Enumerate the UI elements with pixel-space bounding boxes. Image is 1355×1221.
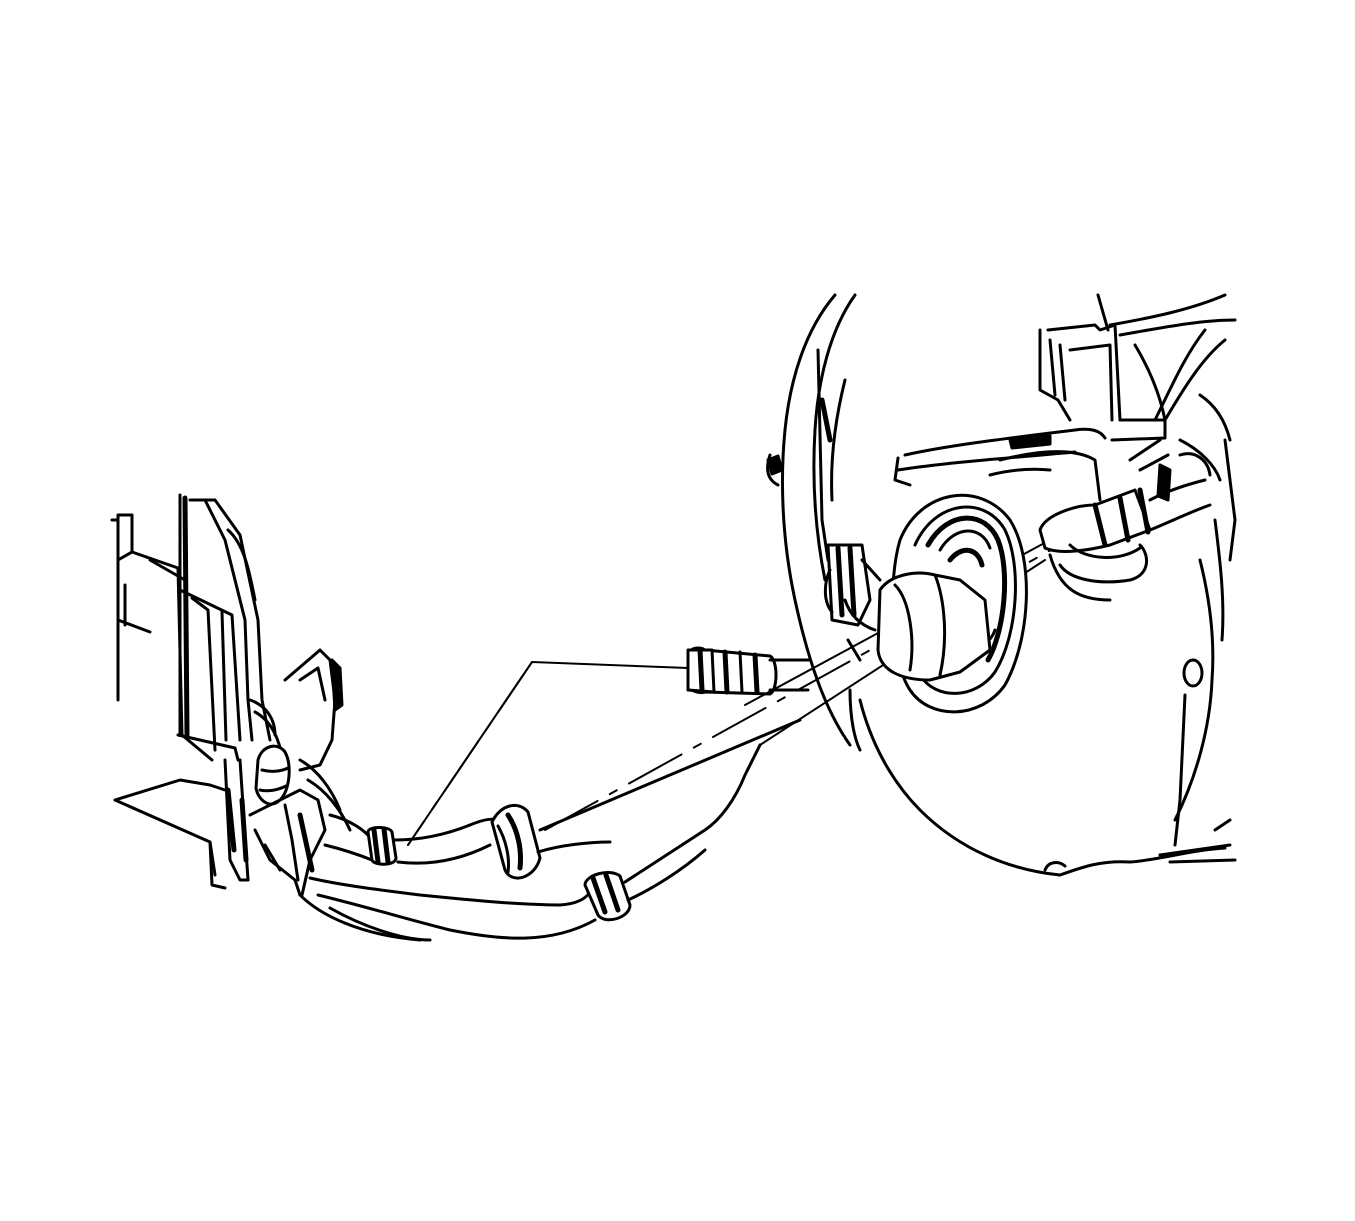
hose-bundle-assembly — [298, 718, 802, 942]
connector-fitting — [686, 646, 812, 696]
hose-clamp-1 — [366, 826, 398, 866]
upper-right-pipe — [1038, 438, 1212, 553]
hose-elbow-fitting — [490, 803, 542, 880]
leader-line — [407, 661, 689, 846]
hose-clamp-2 — [583, 871, 632, 922]
left-fitting-cluster — [248, 744, 352, 897]
reservoir-tank — [848, 543, 1237, 877]
left-radiator-support-assembly — [110, 493, 344, 890]
right-engine-assembly — [766, 293, 1237, 877]
